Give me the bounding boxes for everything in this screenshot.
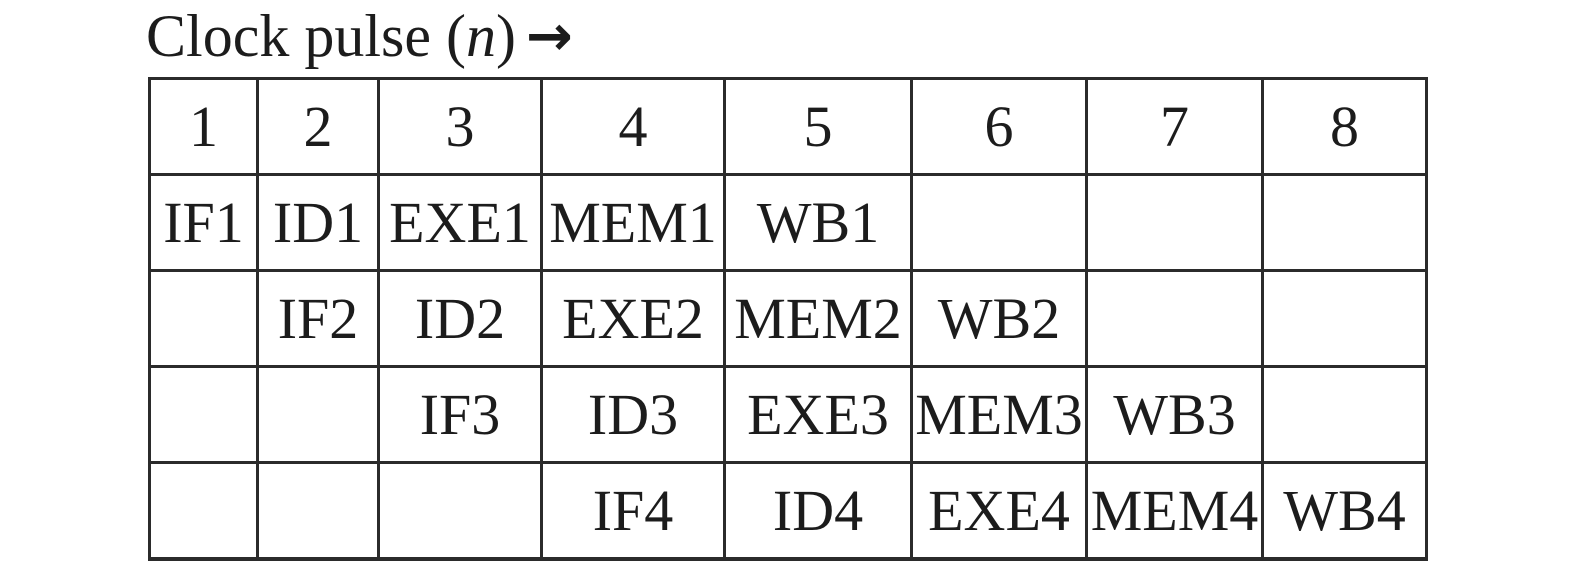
pipeline-stage-cell: ID1 [256,173,380,272]
pipeline-stage-cell: MEM3 [910,365,1088,464]
pipeline-stage-cell: IF1 [148,173,259,272]
clock-column-header: 3 [377,77,543,176]
pipeline-stage-cell: MEM4 [1085,461,1264,561]
instruction-1-row: IF1 ID1 EXE1 MEM1 WB1 [148,173,1428,272]
pipeline-stage-cell: WB1 [723,173,913,272]
pipeline-stage-cell: EXE2 [540,269,726,368]
pipeline-stage-cell [256,461,380,561]
pipeline-stage-cell [1261,173,1428,272]
pipeline-table: 1 2 3 4 5 6 7 8 IF1 ID1 EXE1 MEM1 WB1 [148,77,1428,561]
right-arrow-icon: → [525,4,573,69]
pipeline-stage-cell: EXE1 [377,173,543,272]
pipeline-stage-cell: EXE4 [910,461,1088,561]
pipeline-stage-cell: ID3 [540,365,726,464]
pipeline-stage-cell: WB4 [1261,461,1428,561]
pipeline-stage-cell: WB2 [910,269,1088,368]
pipeline-stage-cell: EXE3 [723,365,913,464]
instruction-3-row: IF3 ID3 EXE3 MEM3 WB3 [148,365,1428,464]
pipeline-stage-cell: IF4 [540,461,726,561]
instruction-2-row: IF2 ID2 EXE2 MEM2 WB2 [148,269,1428,368]
pipeline-stage-cell: MEM2 [723,269,913,368]
pipeline-stage-cell: IF3 [377,365,543,464]
pipeline-stage-cell [910,173,1088,272]
pipeline-stage-cell: MEM1 [540,173,726,272]
pipeline-stage-cell [1085,269,1264,368]
pipeline-stage-cell: WB3 [1085,365,1264,464]
clock-pulse-variable: n [465,3,496,69]
pipeline-stage-cell [148,365,259,464]
clock-column-header: 8 [1261,77,1428,176]
clock-column-header: 7 [1085,77,1264,176]
pipeline-stage-cell [1261,269,1428,368]
clock-pulse-header-row: 1 2 3 4 5 6 7 8 [148,77,1428,176]
clock-column-header: 1 [148,77,259,176]
pipeline-stage-cell [256,365,380,464]
clock-column-header: 4 [540,77,726,176]
instruction-4-row: IF4 ID4 EXE4 MEM4 WB4 [148,461,1428,561]
pipeline-stage-cell: ID2 [377,269,543,368]
clock-pulse-label: Clock pulse (n)→ [146,0,573,73]
pipeline-stage-cell [148,269,259,368]
pipeline-stage-cell [148,461,259,561]
pipeline-stage-cell [1085,173,1264,272]
clock-column-header: 2 [256,77,380,176]
pipeline-stage-cell [1261,365,1428,464]
clock-column-header: 5 [723,77,913,176]
clock-pulse-text: Clock pulse ( [146,3,466,69]
clock-column-header: 6 [910,77,1088,176]
pipeline-stage-cell: ID4 [723,461,913,561]
pipeline-stage-cell [377,461,543,561]
clock-pulse-close-paren: ) [495,3,516,69]
pipeline-stage-cell: IF2 [256,269,380,368]
